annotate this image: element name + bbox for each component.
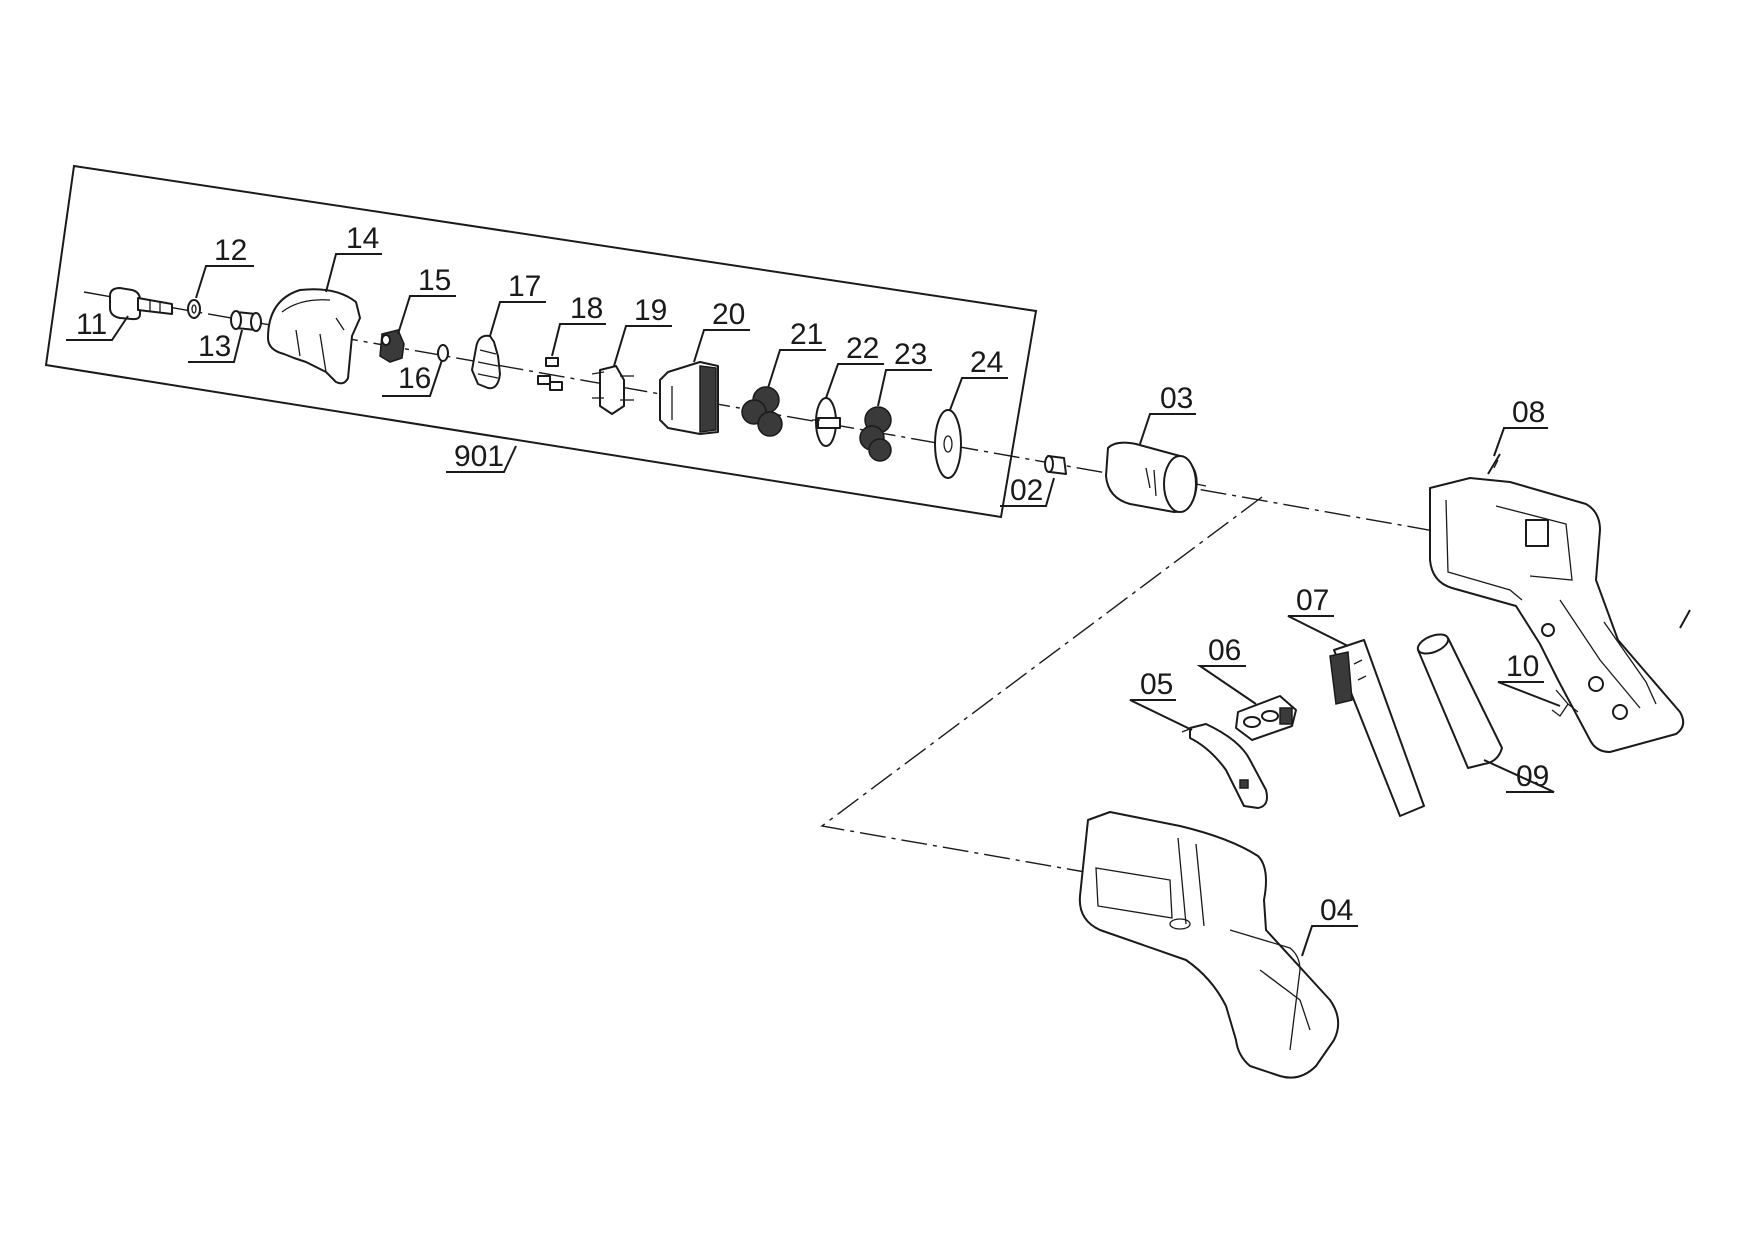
part-17-ring-gear [471,334,501,390]
part-24-disc [934,409,962,479]
svg-text:22: 22 [846,332,879,365]
label-15: 15 [397,264,456,335]
svg-text:11: 11 [76,308,107,341]
label-24: 24 [949,346,1008,411]
svg-text:18: 18 [570,292,603,325]
label-19: 19 [613,294,672,367]
label-08: 08 [1493,396,1548,457]
part-12-washer [187,299,201,319]
assembly-guide-line [820,496,1263,873]
part-10-spring-clip [1551,689,1579,717]
label-20: 20 [693,298,750,363]
label-21: 21 [767,318,826,389]
label-901: 901 [446,440,517,473]
svg-text:23: 23 [894,338,927,371]
part-07-circuit-board [1329,639,1425,817]
part-02-pinion [1044,455,1067,475]
svg-text:02: 02 [1010,474,1043,507]
svg-text:12: 12 [214,234,247,267]
label-05: 05 [1129,668,1193,731]
svg-text:21: 21 [790,318,823,351]
part-08-housing-half [1429,459,1685,753]
label-18: 18 [551,292,606,357]
label-03: 03 [1139,382,1196,445]
part-11-spindle [109,287,173,321]
label-14: 14 [325,222,382,293]
label-04: 04 [1301,894,1358,957]
svg-text:06: 06 [1208,634,1241,667]
svg-text:13: 13 [198,330,231,363]
svg-text:05: 05 [1140,668,1173,701]
label-23: 23 [877,338,932,407]
part-20-ring-housing [659,361,719,435]
label-16: 16 [382,359,443,397]
label-02: 02 [1000,474,1055,507]
svg-text:03: 03 [1160,382,1193,415]
svg-text:901: 901 [454,440,504,473]
svg-text:15: 15 [418,264,451,297]
part-16-clip [437,344,449,362]
part-15-gear [379,329,405,363]
svg-text:20: 20 [712,298,745,331]
svg-text:16: 16 [398,362,431,395]
label-10: 10 [1497,650,1561,707]
part-21-planet-gears [741,386,783,437]
label-17: 17 [489,270,546,337]
part-19-planet-carrier [591,365,634,415]
gearbox-assembly-frame [44,164,1038,519]
label-13: 13 [188,329,243,363]
svg-text:14: 14 [346,222,379,255]
part-23-planet-gears [859,406,892,462]
svg-text:10: 10 [1506,650,1539,683]
label-12: 12 [195,234,254,299]
part-18-pins [537,357,563,391]
label-06: 06 [1196,634,1257,705]
screw-icon [1487,453,1691,629]
svg-text:24: 24 [970,346,1003,379]
part-13-bushing [230,310,262,332]
part-22-sun-carrier [812,397,841,447]
part-06-switch [1235,695,1297,741]
svg-text:19: 19 [634,294,667,327]
part-04-housing-half [1078,811,1340,1079]
part-14-gear-housing [267,288,361,385]
svg-text:08: 08 [1512,396,1545,429]
label-07: 07 [1287,584,1349,647]
svg-text:17: 17 [508,270,541,303]
label-22: 22 [825,332,884,399]
part-03-motor [1105,441,1207,513]
label-09: 09 [1483,759,1555,793]
part-05-trigger [1181,723,1268,809]
svg-text:04: 04 [1320,894,1353,927]
label-11: 11 [66,308,129,341]
svg-text:07: 07 [1296,584,1329,617]
part-09-battery [1416,633,1503,769]
